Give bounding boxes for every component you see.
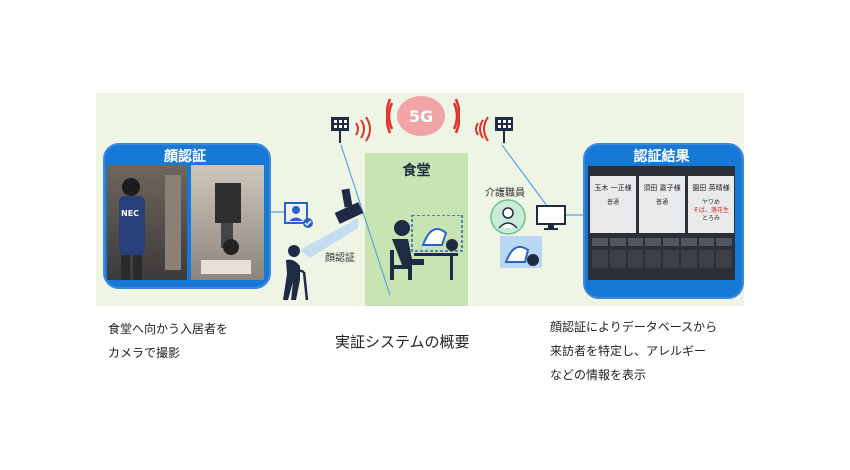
tower-link-left <box>340 144 391 296</box>
dining-person-icon <box>390 215 463 280</box>
result-grid-header <box>592 238 732 246</box>
camera-icon <box>284 188 364 228</box>
dining-title: 食堂 <box>402 163 431 179</box>
vest-logo-text: NEC <box>121 209 140 218</box>
right-antenna-icon <box>475 116 513 143</box>
care-staff-icon <box>490 199 526 235</box>
monitor-icon <box>536 205 566 230</box>
result-card: 須田 嘉子様 普通 <box>639 176 685 233</box>
camera-beam <box>300 218 358 258</box>
face-auth-title: 顔認証 <box>164 149 206 165</box>
card-name: 玉木 一正様 <box>594 184 632 192</box>
right-caption-line2: 来訪者を特定し、アレルギー <box>550 344 707 358</box>
card-allergy: そば、落花生 <box>692 207 729 214</box>
right-caption-line3: などの情報を表示 <box>550 368 647 382</box>
resident-photo: NEC <box>107 165 187 280</box>
signal-waves-icon <box>386 98 460 134</box>
result-grid-row <box>592 250 732 268</box>
elderly-person-icon <box>283 245 309 301</box>
card-name: 園田 英晴様 <box>692 184 730 192</box>
left-caption-line2: カメラで撮影 <box>108 346 181 360</box>
auth-result-title: 認証結果 <box>633 149 690 165</box>
fiveg-badge: 5G <box>397 96 445 136</box>
result-card: 玉木 一正様 普通 <box>590 176 636 233</box>
care-staff-label: 介護職員 <box>485 188 525 199</box>
dining-area <box>365 153 468 306</box>
face-auth-label: 顔認証 <box>325 253 355 264</box>
card-desc: ヤワめ <box>701 199 720 206</box>
card-name: 須田 嘉子様 <box>643 184 681 192</box>
result-card: 園田 英晴様 ヤワめ そば、落花生 とろみ <box>688 176 734 233</box>
card-desc: とろみ <box>701 215 720 222</box>
camera-photo <box>191 165 264 280</box>
left-antenna-icon <box>331 116 371 143</box>
left-caption-line1: 食堂へ向かう入居者を <box>108 322 229 336</box>
tower-link-right <box>501 144 551 211</box>
card-desc: 普通 <box>606 199 619 206</box>
card-desc: 普通 <box>655 199 668 206</box>
meal-icon <box>500 236 542 268</box>
right-caption-line1: 顔認証によりデータベースから <box>550 320 718 334</box>
diagram-caption: 実証システムの概要 <box>335 333 470 351</box>
